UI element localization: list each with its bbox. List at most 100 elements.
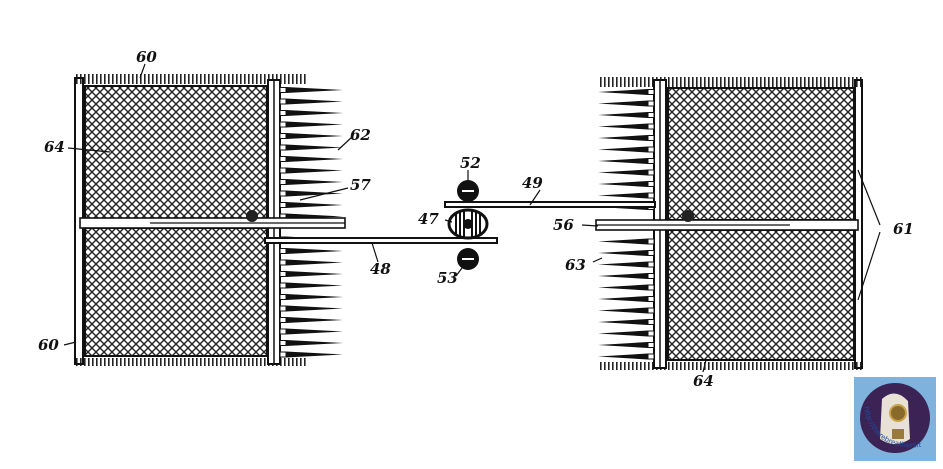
right-pivot — [682, 210, 694, 222]
left-pivot — [246, 210, 258, 222]
tooth-collar — [647, 296, 655, 302]
comb-tooth — [286, 248, 343, 254]
left-mesh-upper — [84, 85, 268, 220]
tooth-collar — [647, 342, 655, 348]
right-mesh-lower — [667, 229, 855, 361]
tooth-collar — [647, 123, 655, 130]
label-62: 62 — [350, 126, 371, 144]
comb-tooth — [598, 192, 648, 199]
comb-tooth — [598, 330, 648, 337]
right-comb-assembly — [595, 77, 863, 370]
comb-tooth — [286, 317, 343, 323]
tooth-collar — [279, 167, 287, 174]
tooth-collar — [279, 202, 287, 208]
comb-tooth — [598, 100, 648, 107]
tooth-collar — [279, 179, 287, 185]
tooth-collar — [279, 351, 287, 358]
label-64-left: 64 — [44, 138, 65, 156]
label-53: 53 — [437, 269, 458, 287]
tooth-collar — [279, 259, 287, 266]
tooth-collar — [279, 282, 287, 289]
comb-tooth — [286, 190, 343, 197]
tooth-collar — [647, 238, 655, 245]
tooth-collar — [647, 284, 655, 291]
comb-tooth — [598, 169, 648, 176]
comb-tooth — [286, 340, 343, 346]
comb-tooth — [286, 305, 343, 312]
tooth-collar — [279, 305, 287, 312]
tooth-collar — [647, 273, 655, 279]
comb-tooth — [286, 259, 343, 266]
diver-breastplate-icon — [892, 429, 904, 439]
comb-tooth — [598, 307, 648, 314]
comb-tooth — [598, 284, 648, 291]
tooth-collar — [647, 135, 655, 141]
gear-47-hub — [463, 219, 473, 229]
label-56: 56 — [553, 216, 574, 234]
comb-tooth — [598, 123, 648, 130]
tooth-collar — [647, 192, 655, 199]
label-60-bottom: 60 — [38, 336, 59, 354]
tooth-collar — [279, 294, 287, 300]
tooth-collar — [279, 133, 287, 139]
comb-tooth — [286, 144, 343, 151]
tooth-collar — [279, 110, 287, 116]
comb-tooth — [286, 121, 343, 128]
comb-tooth — [286, 133, 343, 139]
drive-mechanism — [264, 180, 656, 270]
left-bottom-frame — [75, 358, 307, 366]
left-mesh-lower — [84, 227, 268, 357]
comb-tooth — [286, 179, 343, 185]
right-mesh-upper — [667, 87, 855, 221]
label-57: 57 — [350, 176, 371, 194]
comb-tooth — [286, 202, 343, 208]
comb-tooth — [598, 181, 648, 187]
comb-tooth — [286, 271, 343, 277]
label-60-top: 60 — [136, 48, 157, 66]
comb-tooth — [286, 294, 343, 300]
site-logo[interactable]: http://therebreathersite.nl — [854, 377, 936, 461]
tooth-collar — [279, 340, 287, 346]
comb-tooth — [598, 342, 648, 348]
tooth-collar — [647, 307, 655, 314]
comb-tooth — [598, 296, 648, 302]
tooth-collar — [647, 169, 655, 176]
comb-tooth — [598, 273, 648, 279]
left-top-frame — [75, 74, 307, 84]
label-61: 61 — [893, 220, 914, 238]
label-64-right: 64 — [693, 372, 714, 390]
comb-tooth — [598, 146, 648, 153]
tooth-collar — [279, 156, 287, 162]
comb-tooth — [598, 238, 648, 245]
comb-tooth — [286, 87, 343, 93]
comb-tooth — [286, 156, 343, 162]
tooth-collar — [647, 319, 655, 325]
label-52: 52 — [460, 154, 481, 172]
comb-tooth — [286, 282, 343, 289]
comb-tooth — [598, 250, 648, 256]
rack-48 — [264, 237, 498, 244]
tooth-collar — [279, 248, 287, 254]
tooth-collar — [279, 87, 287, 93]
comb-tooth — [598, 89, 648, 95]
tooth-collar — [647, 250, 655, 256]
tooth-collar — [279, 121, 287, 128]
comb-tooth — [286, 98, 343, 105]
comb-tooth — [286, 328, 343, 335]
tooth-collar — [279, 190, 287, 197]
tooth-collar — [279, 328, 287, 335]
right-top-frame — [598, 77, 862, 87]
label-49: 49 — [522, 174, 543, 192]
comb-tooth — [286, 167, 343, 174]
label-63: 63 — [565, 256, 586, 274]
tooth-collar — [647, 146, 655, 153]
right-bottom-frame — [598, 362, 862, 370]
label-48: 48 — [370, 260, 391, 278]
tooth-collar — [279, 271, 287, 277]
tooth-collar — [647, 89, 655, 95]
tooth-collar — [279, 144, 287, 151]
left-comb-assembly — [74, 74, 346, 366]
tooth-collar — [647, 353, 655, 360]
